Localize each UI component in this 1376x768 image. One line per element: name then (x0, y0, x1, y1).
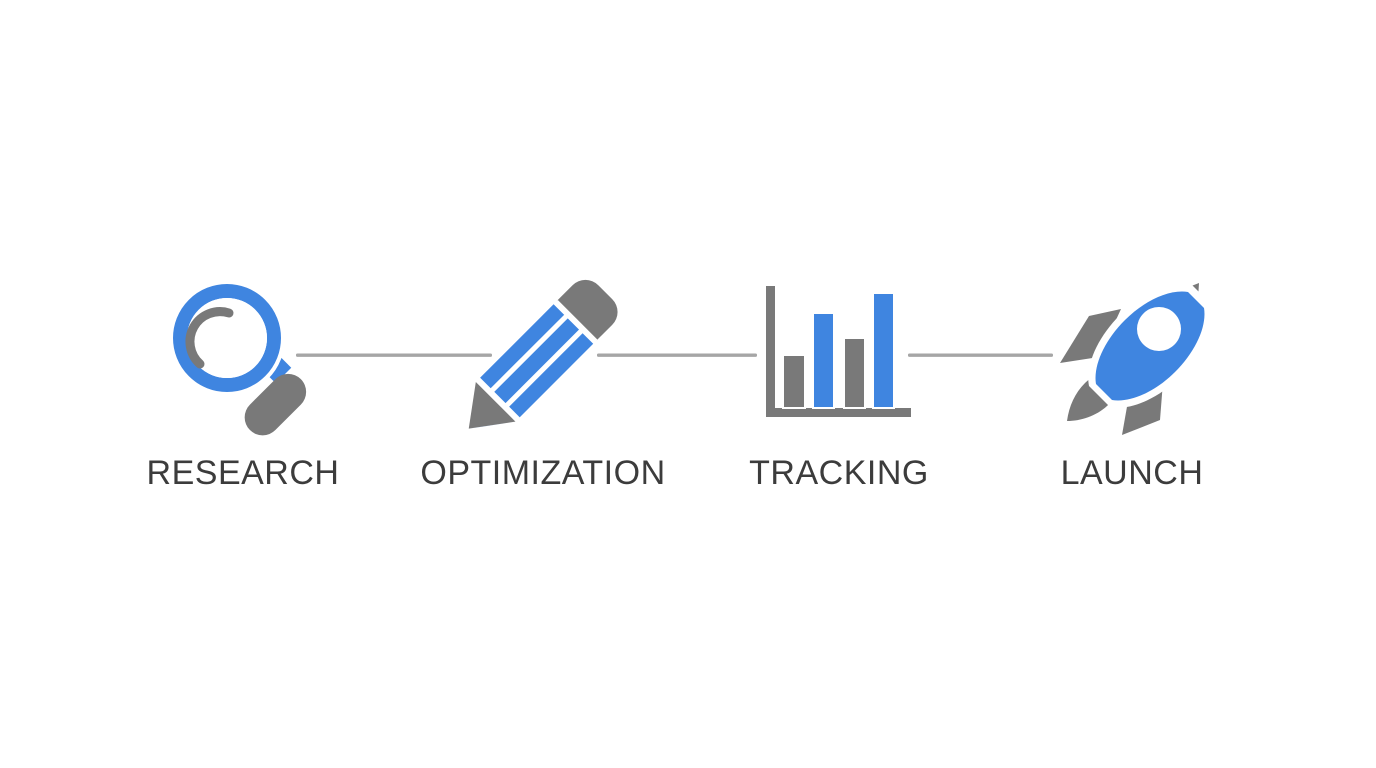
pencil-icon[interactable] (449, 272, 625, 448)
step-label-research: RESEARCH (146, 454, 340, 492)
chart-bar-4 (872, 292, 895, 409)
connector-1 (296, 353, 492, 357)
chart-axis (766, 286, 911, 417)
bar-chart-icon[interactable] (766, 286, 911, 417)
chart-bar-1 (782, 354, 806, 409)
chart-bar-2 (812, 312, 835, 409)
connector-3 (908, 353, 1053, 357)
step-label-tracking: TRACKING (749, 454, 929, 492)
chart-bar-3 (843, 337, 866, 409)
rocket-icon[interactable] (1060, 283, 1213, 435)
chart-bars (782, 292, 895, 409)
step-label-optimization: OPTIMIZATION (420, 454, 666, 492)
step-label-launch: LAUNCH (1060, 454, 1204, 492)
connector-2 (597, 353, 757, 357)
magnifying-glass-icon[interactable] (169, 280, 314, 443)
